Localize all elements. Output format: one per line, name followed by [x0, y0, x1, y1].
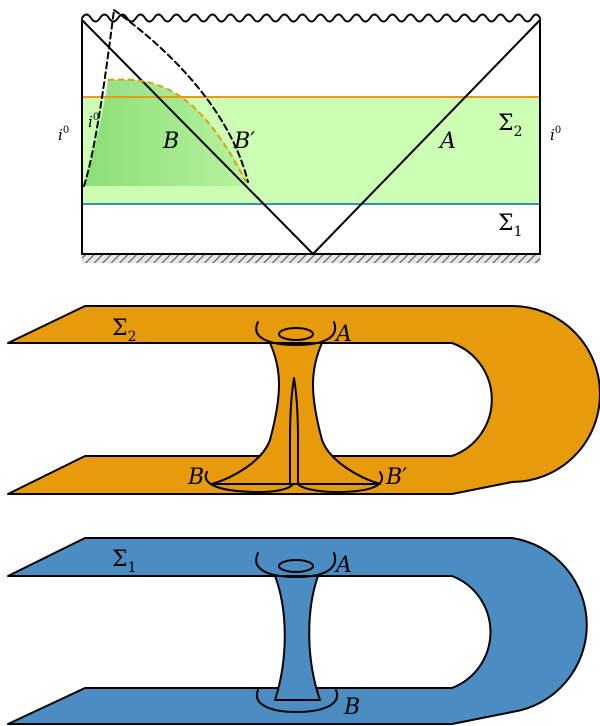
dashed-curve-inner	[83, 9, 115, 187]
blue-sheet: Σ1 A B	[7, 537, 588, 725]
singularity-line	[81, 13, 541, 23]
orange-mouth-a-ring	[255, 321, 337, 346]
sigma2-label: Σ2	[498, 111, 522, 140]
light-ray-right	[312, 19, 541, 255]
orange-label-b-prime: B′	[385, 465, 407, 490]
label-b: B	[162, 129, 179, 154]
penrose-diagram: i0 i0 i0 B B′ A Σ2 Σ1	[58, 9, 561, 263]
green-region	[84, 79, 248, 186]
orange-label-a: A	[334, 322, 352, 347]
infinity-right-label: i0	[550, 125, 561, 144]
blue-mouth-b-ring	[255, 689, 339, 713]
orange-mouth-b-prime-ring	[297, 471, 383, 493]
blue-sigma-label: Σ1	[112, 547, 136, 576]
orange-sigma-label: Σ2	[112, 316, 136, 345]
infinity-left-label: i0	[58, 125, 69, 144]
orange-mouth-b-ring	[204, 471, 294, 493]
orange-label-b: B	[187, 465, 204, 490]
blue-label-b: B	[343, 695, 360, 720]
dashed-orange-curve	[107, 78, 247, 183]
blue-label-a: A	[334, 553, 352, 578]
orange-throat	[211, 342, 381, 485]
light-ray-left	[81, 19, 314, 255]
label-a: A	[438, 129, 456, 154]
blue-mouth-a-ring	[255, 552, 337, 578]
sigma1-label: Σ1	[498, 211, 522, 240]
ground-hatching	[82, 254, 540, 263]
blue-throat	[274, 575, 321, 701]
orange-sheet: Σ2 A B B′	[7, 305, 600, 495]
infinity-inner-label: i0	[88, 112, 99, 131]
label-b-prime: B′	[233, 129, 255, 154]
dashed-curve-outer	[113, 9, 249, 183]
blue-mouth-a	[278, 559, 314, 573]
orange-mouth-a	[278, 327, 314, 341]
